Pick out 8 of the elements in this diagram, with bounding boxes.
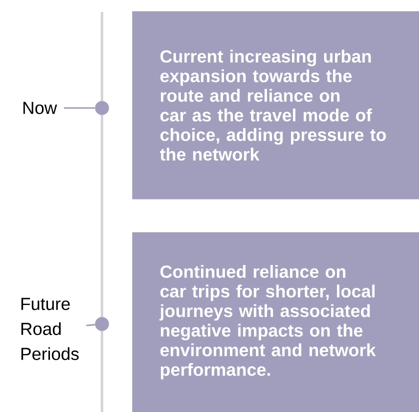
connector-line: [86, 324, 95, 326]
connector-line: [64, 107, 95, 109]
period-label: Future Road Periods: [21, 298, 79, 360]
description-box: Current increasing urban expansion towards the route and reliance on car as the travel mode of choice, adding pressure to the network: [132, 11, 419, 200]
period-label: Now: [23, 102, 58, 114]
description-box: Continued reliance on car trips for shorter, local journeys with associated negative impacts on the environment and network performance.: [132, 232, 419, 412]
timeline-dot: [95, 317, 109, 331]
timeline-dot: [95, 101, 109, 115]
